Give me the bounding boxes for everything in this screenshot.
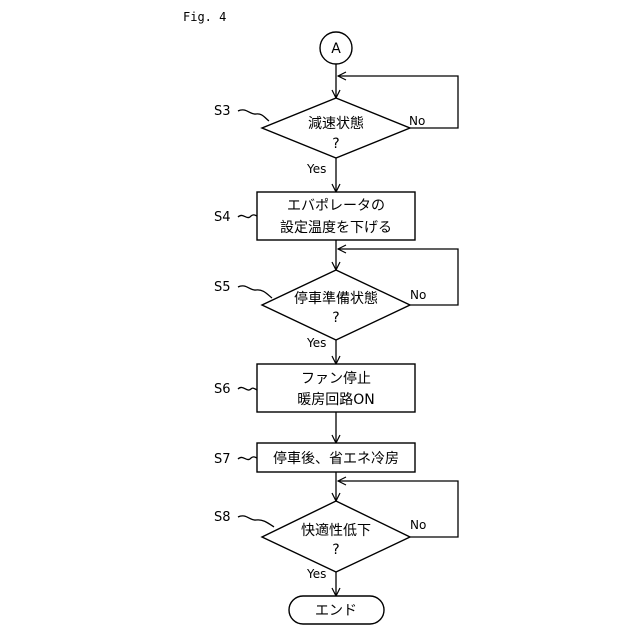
step-label-s7: S7 (214, 452, 231, 467)
decision-s5-yes-label: Yes (306, 336, 326, 350)
leader-s8 (238, 516, 274, 527)
process-s6-line1: ファン停止 (301, 370, 371, 387)
step-label-s4: S4 (214, 210, 231, 225)
decision-s3-text: 減速状態 (308, 115, 364, 132)
process-s4-line1: エバポレータの (287, 198, 385, 214)
leader-s3 (238, 110, 269, 121)
step-label-s3: S3 (214, 104, 231, 119)
step-label-s8: S8 (214, 510, 231, 525)
step-label-s6: S6 (214, 382, 231, 397)
decision-s5-question: ? (332, 310, 339, 326)
process-s6-line2: 暖房回路ON (297, 392, 375, 408)
leader-s6 (238, 387, 257, 390)
process-s7-line1: 停車後、省エネ冷房 (273, 450, 399, 467)
decision-s8-question: ? (332, 542, 339, 558)
leader-s7 (238, 457, 257, 460)
end-terminal-label: エンド (315, 603, 357, 619)
decision-s3-question: ? (332, 136, 339, 152)
figure-label: Fig. 4 (183, 10, 226, 24)
leader-s5 (238, 286, 272, 298)
leader-s4 (238, 215, 257, 218)
decision-s8-yes-label: Yes (306, 567, 326, 581)
decision-s3-no-label: No (409, 114, 425, 128)
process-s4-line2: 設定温度を下げる (280, 220, 392, 236)
decision-s3-yes-label: Yes (306, 162, 326, 176)
decision-s5-no-label: No (410, 288, 426, 302)
step-label-s5: S5 (214, 280, 231, 295)
decision-s8-no-label: No (410, 518, 426, 532)
connector-label: A (331, 41, 341, 57)
decision-s5-text: 停車準備状態 (294, 290, 378, 307)
decision-s8-text: 快適性低下 (301, 522, 371, 539)
